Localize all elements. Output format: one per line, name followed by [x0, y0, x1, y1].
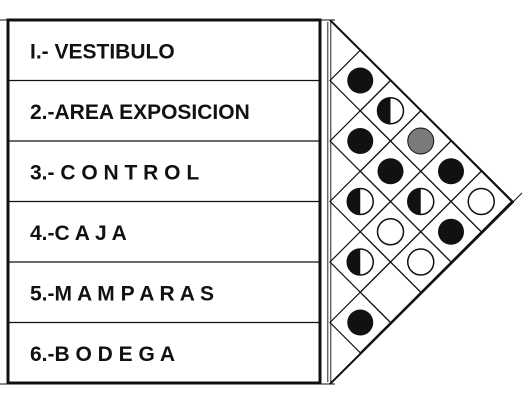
space-label: 5.-M A M P A R A S — [30, 282, 214, 305]
empty-relationship-dot — [407, 248, 435, 276]
full-relationship-dot — [438, 158, 464, 185]
half-relationship-dot — [407, 187, 435, 216]
full-relationship-dot — [377, 158, 404, 185]
gray-relationship-dot — [407, 127, 435, 155]
half-relationship-dot — [346, 187, 374, 216]
empty-relationship-dot — [376, 218, 405, 246]
space-label: 6.-B O D E G A — [30, 343, 175, 366]
full-relationship-dot — [438, 218, 464, 245]
space-label: I.- VESTIBULO — [30, 40, 175, 63]
half-relationship-dot — [346, 248, 374, 276]
half-relationship-dot — [376, 97, 405, 125]
full-relationship-dot — [347, 309, 374, 336]
matrix-cell — [450, 170, 513, 233]
full-relationship-dot — [347, 67, 374, 94]
hatched-band — [326, 22, 333, 382]
empty-relationship-dot — [467, 187, 495, 216]
space-label: 3.- C O N T R O L — [30, 161, 199, 184]
full-relationship-dot — [347, 128, 374, 154]
space-label: 2.-AREA EXPOSICION — [30, 101, 250, 124]
space-label: 4.-C A J A — [30, 222, 127, 245]
guide-tick-right — [505, 192, 523, 210]
